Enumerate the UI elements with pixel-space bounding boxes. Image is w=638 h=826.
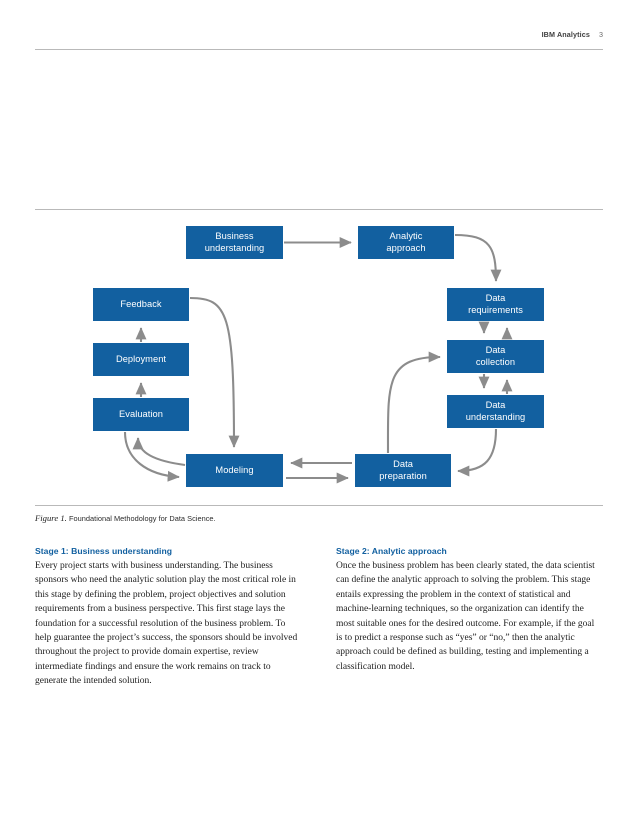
node-label: Analytic approach: [386, 230, 426, 253]
node-label: Modeling: [215, 464, 254, 475]
edge-analytic-to-requirements: [454, 233, 502, 282]
stage-2-text: Once the business problem has been clear…: [336, 561, 595, 672]
node-label: Data collection: [475, 344, 516, 367]
brand-label: IBM Analytics: [541, 30, 590, 39]
page-header: IBM Analytics 3: [35, 30, 603, 48]
node-label: Data understanding: [465, 399, 526, 422]
node-modeling[interactable]: Modeling: [186, 454, 283, 487]
node-label: Feedback: [120, 298, 162, 309]
figure-top-divider: [35, 209, 603, 210]
node-label: Deployment: [115, 353, 167, 364]
edge-preparation-to-collection: [386, 351, 441, 454]
page-number: 3: [599, 30, 603, 39]
node-evaluation[interactable]: Evaluation: [93, 398, 189, 431]
stage-1-heading: Stage 1: Business understanding: [35, 546, 173, 556]
node-label: Data preparation: [379, 458, 427, 481]
body-columns: Stage 1: Business understanding Every pr…: [35, 546, 603, 689]
node-label: Data requirements: [468, 292, 523, 315]
column-stage-2: Stage 2: Analytic approach Once the busi…: [336, 546, 602, 689]
diagram-connectors: [123, 233, 513, 484]
header-divider: [35, 49, 603, 50]
stage-2-heading: Stage 2: Analytic approach: [336, 546, 447, 556]
node-label: Evaluation: [119, 408, 163, 419]
node-data-preparation[interactable]: Data preparation: [355, 454, 451, 487]
edge-evaluation-to-modeling: [123, 431, 180, 482]
node-label: Business understanding: [204, 230, 265, 253]
methodology-diagram: Business understanding Analytic approach…: [35, 209, 603, 505]
node-data-requirements[interactable]: Data requirements: [447, 288, 544, 321]
edge-modeling-to-evaluation: [132, 437, 186, 467]
stage-1-text: Every project starts with business under…: [35, 561, 298, 687]
node-business-understanding[interactable]: Business understanding: [186, 226, 283, 259]
figure-caption: Figure 1. Foundational Methodology for D…: [35, 513, 455, 523]
column-stage-1: Stage 1: Business understanding Every pr…: [35, 546, 301, 689]
node-deployment[interactable]: Deployment: [93, 343, 189, 376]
node-analytic-approach[interactable]: Analytic approach: [358, 226, 454, 259]
figure-bottom-divider: [35, 505, 603, 506]
edge-feedback-to-modeling: [189, 296, 240, 448]
node-feedback[interactable]: Feedback: [93, 288, 189, 321]
node-data-collection[interactable]: Data collection: [447, 340, 544, 373]
node-data-understanding[interactable]: Data understanding: [447, 395, 544, 428]
figure-caption-text: Foundational Methodology for Data Scienc…: [68, 514, 216, 523]
figure-label: Figure 1.: [35, 513, 67, 523]
edge-understanding-to-preparation: [457, 428, 498, 477]
